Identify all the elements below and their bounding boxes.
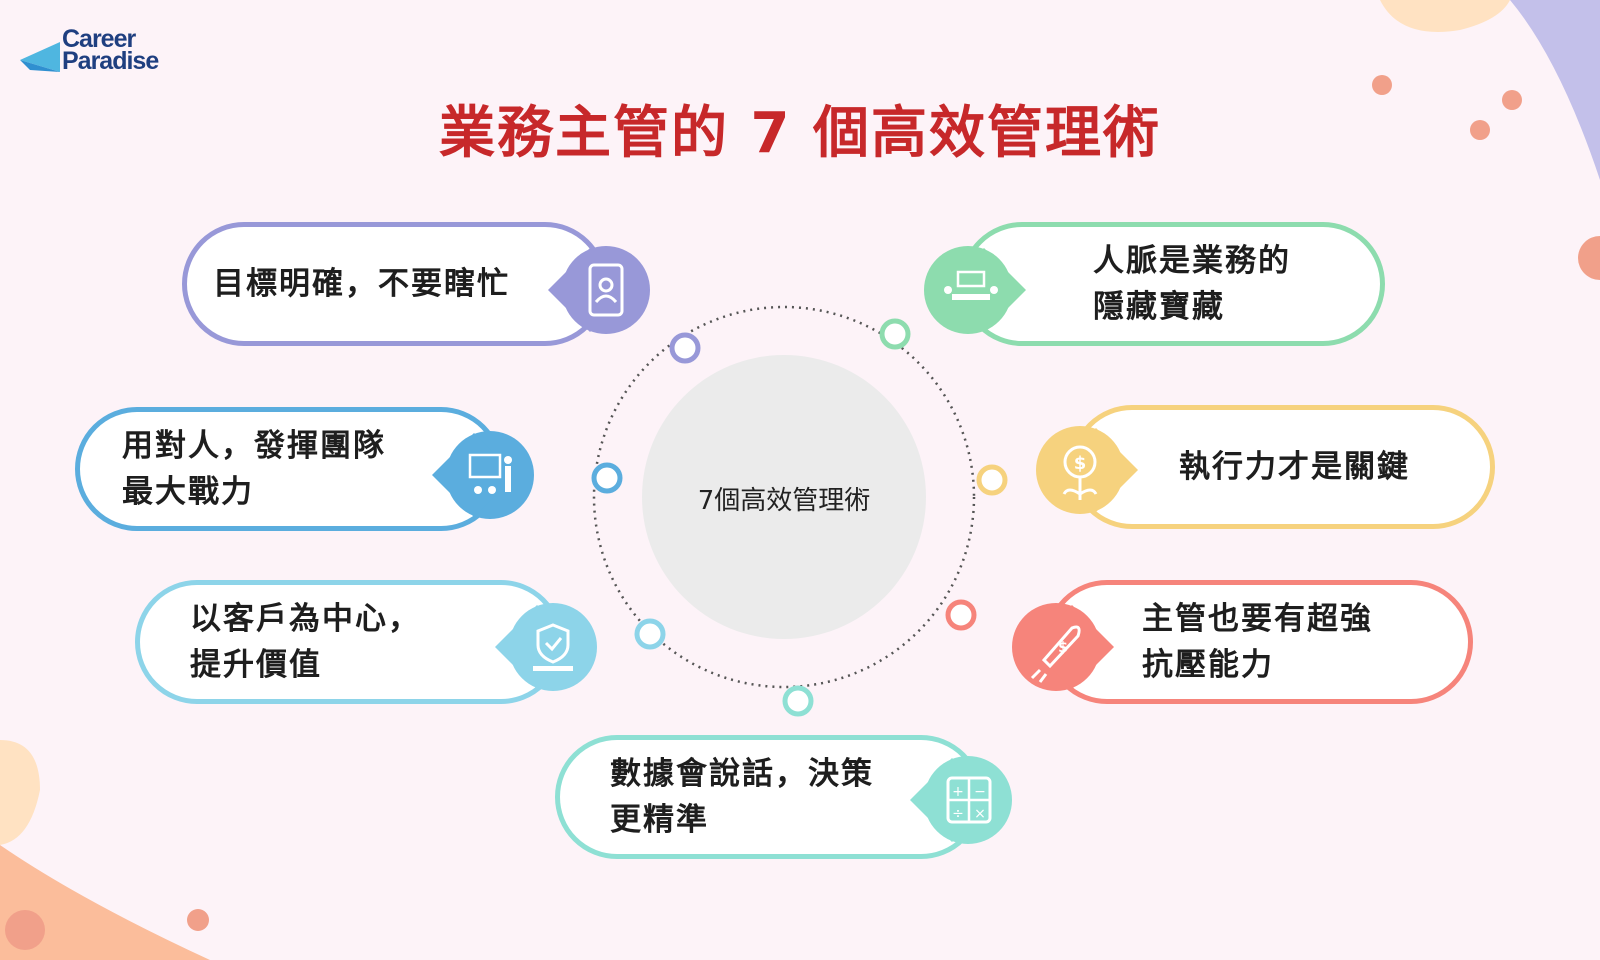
item-text: 執行力才是關鍵 — [1179, 449, 1410, 485]
logo-line1: Career — [62, 25, 136, 53]
item-stress: 主管也要有超強 抗壓能力 — [1045, 580, 1473, 704]
item-team: 用對人，發揮團隊 最大戰力 — [75, 407, 503, 531]
logo-line2: Paradise — [62, 47, 159, 75]
item-execution: 執行力才是關鍵 — [1070, 405, 1495, 529]
item-text: 以客戶為中心， 提升價值 — [190, 601, 421, 683]
logo: Career Paradise — [62, 25, 159, 75]
item-network: 人脈是業務的 隱藏寶藏 — [960, 222, 1385, 346]
item-data: 數據會說話，決策 更精準 — [555, 735, 983, 859]
item-text: 數據會說話，決策 更精準 — [610, 756, 874, 838]
logo-mark — [20, 42, 60, 72]
page-title: 業務主管的 7 個高效管理術 — [439, 101, 1161, 166]
item-text: 目標明確，不要瞎忙 — [213, 266, 510, 302]
item-goal-clarity: 目標明確，不要瞎忙 — [182, 222, 607, 346]
item-text: 用對人，發揮團隊 最大戰力 — [122, 428, 386, 510]
item-text: 人脈是業務的 隱藏寶藏 — [1093, 243, 1291, 325]
item-text: 主管也要有超強 抗壓能力 — [1142, 601, 1373, 683]
item-customer: 以客戶為中心， 提升價值 — [135, 580, 563, 704]
center-label: 7個高效管理術 — [697, 486, 871, 516]
